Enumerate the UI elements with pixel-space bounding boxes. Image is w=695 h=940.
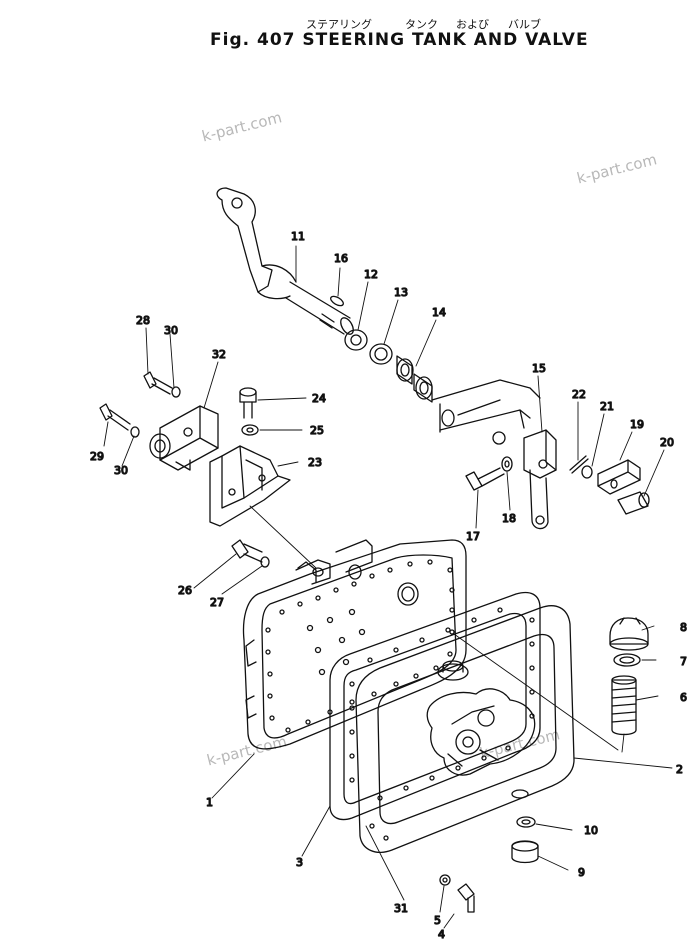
drain-boss	[511, 789, 529, 799]
callout-19: 19	[630, 418, 644, 431]
washer-part-30-top	[171, 386, 181, 398]
jp-caption-valve: バルブ	[508, 18, 541, 31]
callout-1: 1	[206, 796, 213, 809]
callout-32: 32	[212, 348, 226, 361]
callout-25: 25	[310, 424, 324, 437]
callout-9: 9	[578, 866, 585, 879]
title-block: ステアリング タンク および バルブ Fig. 407 STEERING TAN…	[0, 0, 695, 60]
callout-8: 8	[680, 621, 687, 634]
callout-7: 7	[680, 655, 687, 668]
bushing-part-12	[344, 329, 368, 351]
callout-15: 15	[532, 362, 546, 375]
callout-12: 12	[364, 268, 378, 281]
callout-2: 2	[676, 763, 683, 776]
jp-caption-tank: タンク	[405, 18, 438, 31]
pin-part-22	[569, 455, 589, 474]
callout-20: 20	[660, 436, 674, 449]
washer-part-21	[581, 465, 593, 479]
callout-29: 29	[90, 450, 104, 463]
callout-6: 6	[680, 691, 687, 704]
callout-28: 28	[136, 314, 150, 327]
callout-27: 27	[210, 596, 224, 609]
strainer-part-6	[611, 675, 637, 736]
figure-title: Fig. 407 STEERING TANK AND VALVE	[210, 30, 589, 50]
callout-5: 5	[434, 914, 441, 927]
callout-10: 10	[584, 824, 598, 837]
jp-caption-steering: ステアリング	[306, 18, 372, 31]
washer-part-30-bottom	[130, 426, 140, 438]
key-part-16	[330, 295, 344, 307]
callout-23: 23	[308, 456, 322, 469]
bolt-part-4	[457, 883, 475, 913]
bolt-part-29	[99, 403, 131, 431]
bolt-part-28	[143, 371, 173, 395]
callout-26: 26	[178, 584, 192, 597]
callout-numbers: 1 2 3 4 5 6 7 8 9 10 11 12 13 14 15 16 1…	[89, 229, 687, 940]
bolt-part-26	[231, 539, 263, 563]
bolt-part-17	[465, 467, 505, 491]
callout-17: 17	[466, 530, 480, 543]
seal-part-13	[369, 343, 393, 365]
callout-14: 14	[432, 306, 446, 319]
bolt-part-24	[239, 387, 257, 419]
jp-caption-and: および	[456, 18, 489, 31]
tank-cover-part-1	[242, 539, 467, 750]
callout-18: 18	[502, 512, 516, 525]
upper-bracket-housing	[431, 379, 541, 445]
plug-part-9	[511, 840, 539, 864]
callout-24: 24	[312, 392, 326, 405]
tank-body-part-2	[355, 605, 575, 853]
packing-part-7	[613, 653, 641, 667]
callout-3: 3	[296, 856, 303, 869]
washer-part-5	[439, 874, 451, 886]
callout-4: 4	[438, 928, 445, 940]
lever-shaft	[285, 281, 354, 335]
cap-part-8	[609, 617, 649, 651]
leader-lines	[103, 245, 673, 929]
washer-part-25	[241, 424, 259, 436]
pin-part-20	[617, 491, 650, 515]
washer-part-27	[260, 556, 270, 568]
steering-lever-arm	[216, 187, 297, 300]
gasket-part-3	[329, 591, 541, 821]
callout-30-top: 30	[164, 324, 178, 337]
callout-22: 22	[572, 388, 586, 401]
callout-16: 16	[334, 252, 348, 265]
callout-31: 31	[394, 902, 408, 915]
cover-bolt-holes	[265, 559, 455, 733]
bearing-part-14	[396, 355, 433, 403]
callout-13: 13	[394, 286, 408, 299]
callout-11: 11	[291, 230, 305, 243]
bracket-part-23	[209, 445, 291, 527]
washer-part-18	[501, 456, 513, 472]
valve-part-32	[149, 405, 219, 471]
callout-21: 21	[600, 400, 614, 413]
lever-part-15	[523, 429, 557, 530]
packing-part-10	[516, 816, 536, 828]
callout-30-bottom: 30	[114, 464, 128, 477]
clevis-part-19	[597, 459, 641, 495]
